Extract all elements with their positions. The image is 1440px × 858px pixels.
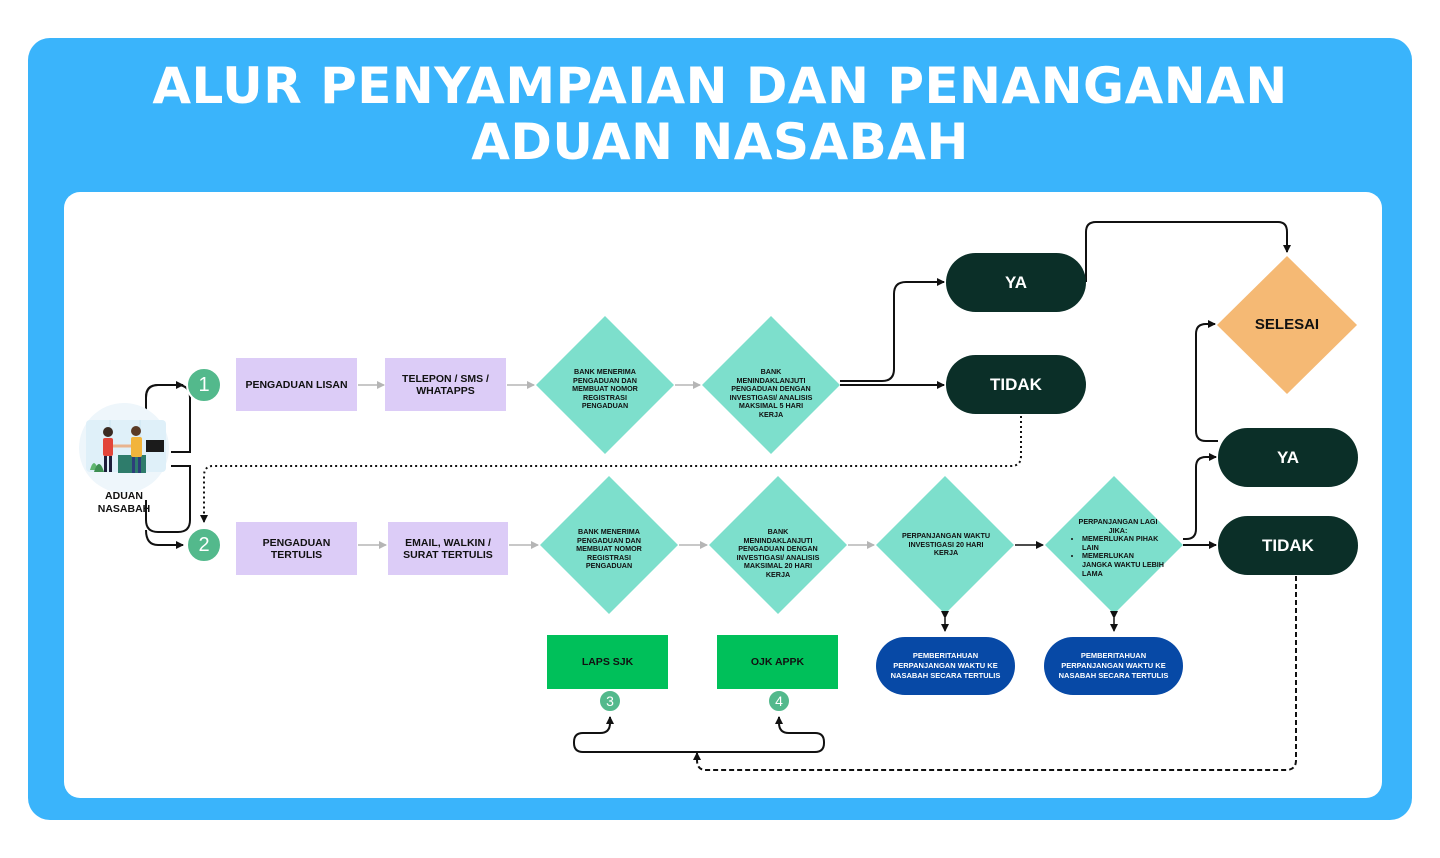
row1-yes-pill: YA bbox=[946, 253, 1086, 312]
step-4-badge: 4 bbox=[767, 689, 791, 713]
diamond-followup-2 bbox=[709, 476, 847, 614]
extension-2-conditions: PERPANJANGAN LAGI JIKA: MEMERLUKAN PIHAK… bbox=[1072, 517, 1164, 578]
customer-illustration-icon bbox=[79, 403, 169, 493]
media-lisan-box: TELEPON / SMS / WHATAPPS bbox=[385, 358, 506, 411]
step-3-badge: 3 bbox=[598, 689, 622, 713]
followup-2-text: BANK MENINDAKLANJUTI PENGADUAN DENGAN IN… bbox=[736, 527, 820, 579]
step-1-badge: 1 bbox=[186, 367, 222, 403]
step-2-badge: 2 bbox=[186, 527, 222, 563]
extension-text: PERPANJANGAN WAKTU INVESTIGASI 20 HARI K… bbox=[901, 531, 991, 558]
laps-sjk-box: LAPS SJK bbox=[547, 635, 668, 689]
ojk-appk-box: OJK APPK bbox=[717, 635, 838, 689]
diamond-receive-2 bbox=[540, 476, 678, 614]
start-label: ADUAN NASABAH bbox=[90, 490, 158, 516]
receive-1-text: BANK MENERIMA PENGADUAN DAN MEMBUAT NOMO… bbox=[572, 367, 638, 411]
diamond-receive-1 bbox=[536, 316, 674, 454]
notify-1-pill: PEMBERITAHUAN PERPANJANGAN WAKTU KE NASA… bbox=[876, 637, 1015, 695]
diamond-followup-1 bbox=[702, 316, 840, 454]
page-title: ALUR PENYAMPAIAN DAN PENANGANAN ADUAN NA… bbox=[0, 58, 1440, 170]
followup-1-text: BANK MENINDAKLANJUTI PENGADUAN DENGAN IN… bbox=[729, 367, 813, 419]
row1-no-pill: TIDAK bbox=[946, 355, 1086, 414]
extension-2-item-1: MEMERLUKAN PIHAK LAIN bbox=[1082, 534, 1164, 552]
channel-tertulis-box: PENGADUAN TERTULIS bbox=[236, 522, 357, 575]
row2-yes-pill: YA bbox=[1218, 428, 1358, 487]
receive-2-text: BANK MENERIMA PENGADUAN DAN MEMBUAT NOMO… bbox=[576, 527, 642, 571]
diamond-selesai bbox=[1217, 256, 1357, 394]
notify-2-pill: PEMBERITAHUAN PERPANJANGAN WAKTU KE NASA… bbox=[1044, 637, 1183, 695]
end-label: SELESAI bbox=[1254, 316, 1320, 333]
row2-no-pill: TIDAK bbox=[1218, 516, 1358, 575]
channel-lisan-box: PENGADUAN LISAN bbox=[236, 358, 357, 411]
diamond-extension-2 bbox=[1045, 476, 1183, 614]
title-line-2: ADUAN NASABAH bbox=[471, 113, 969, 171]
diagram-panel bbox=[64, 192, 1382, 798]
extension-2-title: PERPANJANGAN LAGI JIKA: bbox=[1078, 517, 1158, 535]
media-tertulis-box: EMAIL, WALKIN / SURAT TERTULIS bbox=[388, 522, 508, 575]
diamond-extension bbox=[876, 476, 1014, 614]
title-line-1: ALUR PENYAMPAIAN DAN PENANGANAN bbox=[152, 57, 1288, 115]
start-label-line1: ADUAN bbox=[105, 490, 143, 502]
start-label-line2: NASABAH bbox=[97, 503, 151, 515]
extension-2-item-2: MEMERLUKAN JANGKA WAKTU LEBIH LAMA bbox=[1082, 552, 1164, 578]
